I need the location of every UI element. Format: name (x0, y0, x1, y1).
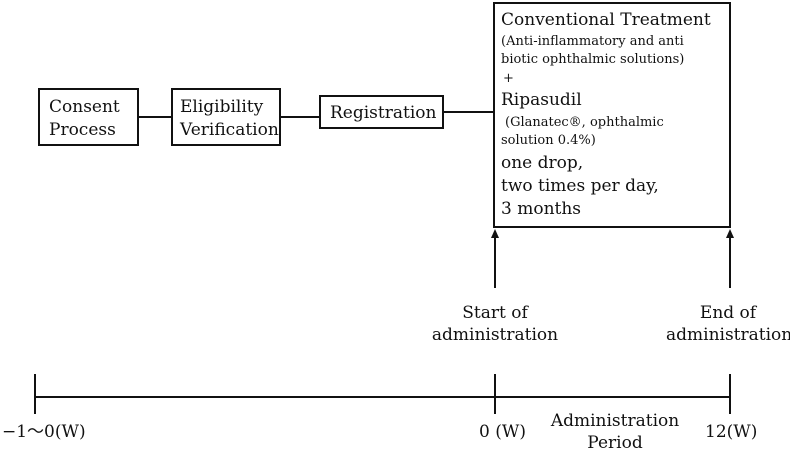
start-arrow-shaft (494, 236, 496, 288)
period-line1: Administration (550, 411, 680, 431)
start-label-line1: Start of (462, 303, 528, 323)
timeline-tick-end (729, 374, 731, 414)
connector-consent-eligibility (138, 116, 172, 118)
eligibility-line1: Eligibility (180, 97, 264, 117)
start-arrow-head (491, 229, 499, 238)
end-arrow-shaft (729, 236, 731, 288)
registration-box: Registration (319, 95, 444, 129)
end-arrow-head (726, 229, 734, 238)
plus-sign: + (503, 71, 514, 86)
consent-process-box: Consent Process (38, 88, 139, 146)
eligibility-line2: Verification (180, 120, 279, 140)
eligibility-verification-box: Eligibility Verification (171, 88, 281, 146)
dose-line-3: 3 months (501, 199, 582, 219)
timeline-label-left: −1〜0(W) (2, 422, 86, 442)
end-label: End of administration (666, 302, 790, 346)
end-label-line2: administration (666, 325, 790, 345)
end-label-line1: End of (699, 303, 757, 323)
treatment-title: Conventional Treatment (501, 10, 711, 30)
treatment-box: Conventional Treatment (Anti-inflammator… (493, 2, 731, 228)
treatment-sub-1: (Anti-inflammatory and anti (501, 34, 684, 49)
timeline-tick-start (494, 374, 496, 414)
dose-line-1: one drop, (501, 153, 584, 173)
consent-line2: Process (49, 120, 116, 140)
registration-label: Registration (330, 103, 437, 123)
drug-sub-1: (Glanatec®, ophthalmic (505, 115, 664, 130)
start-label-line2: administration (431, 325, 559, 345)
drug-name: Ripasudil (501, 90, 582, 110)
administration-period-label: Administration Period (540, 410, 690, 454)
treatment-sub-2: biotic ophthalmic solutions) (501, 52, 685, 67)
connector-eligibility-registration (280, 116, 320, 118)
drug-sub-2: solution 0.4%) (501, 133, 596, 148)
start-label: Start of administration (425, 302, 565, 346)
timeline-label-zero: 0 (W) (479, 422, 526, 442)
timeline-tick-left (34, 374, 36, 414)
period-line2: Period (587, 433, 643, 453)
dose-line-2: two times per day, (501, 176, 659, 196)
timeline-label-twelve: 12(W) (705, 422, 758, 442)
consent-line1: Consent (49, 97, 120, 117)
timeline-axis (35, 396, 731, 398)
connector-registration-treatment (443, 111, 495, 113)
